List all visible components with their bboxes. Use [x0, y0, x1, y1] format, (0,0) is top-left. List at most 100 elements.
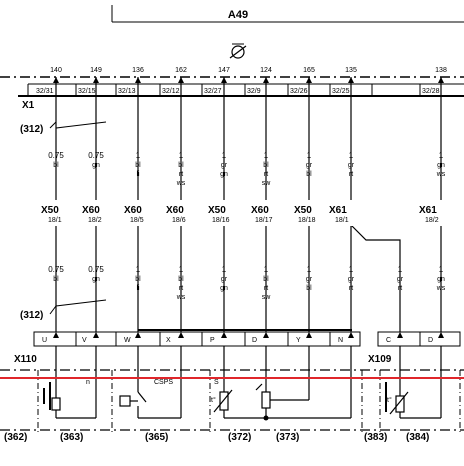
svg-text:gr: gr [306, 162, 313, 169]
svg-text:1: 1 [136, 265, 141, 274]
svg-text:C: C [386, 337, 391, 344]
svg-text:bl: bl [178, 162, 184, 169]
svg-text:bl: bl [263, 162, 269, 169]
svg-text:1: 1 [439, 151, 444, 160]
pin-number: 135 [345, 67, 357, 74]
shield-line-lower [49, 299, 107, 315]
pin-arrows-top [53, 77, 444, 83]
svg-text:18/1: 18/1 [48, 217, 62, 224]
svg-text:Y: Y [296, 337, 301, 344]
wire-labels-lower: 0.75 bl 0.75 gn 1 bl li 1 bl rt ws 1 gr … [48, 265, 446, 301]
label-s: S [214, 379, 219, 386]
svg-text:gr: gr [221, 276, 228, 283]
x1-cell: 32/25 [332, 88, 350, 95]
components [43, 346, 442, 419]
control-unit-title: A49 [228, 9, 248, 21]
x1-cell: 32/26 [290, 88, 308, 95]
svg-text:bl: bl [306, 171, 312, 178]
control-unit-symbol-icon [229, 43, 247, 59]
svg-text:(373): (373) [276, 432, 299, 443]
svg-text:1: 1 [439, 265, 444, 274]
x1-cell: 32/31 [36, 88, 54, 95]
svg-text:gr: gr [348, 276, 355, 283]
svg-text:0.75: 0.75 [88, 265, 104, 274]
svg-text:0.75: 0.75 [48, 151, 64, 160]
svg-text:18/16: 18/16 [212, 217, 230, 224]
svg-text:ws: ws [436, 285, 446, 292]
svg-text:V: V [82, 337, 87, 344]
svg-text:1: 1 [222, 265, 227, 274]
wire-labels-upper: 0.75 bl 0.75 gn 1 bl li 1 bl rt ws 1 gr … [48, 151, 446, 187]
svg-text:(383): (383) [364, 432, 387, 443]
svg-text:gn: gn [92, 276, 100, 283]
svg-text:sw: sw [262, 180, 272, 187]
x1-cell: 32/9 [247, 88, 261, 95]
x110-label: X110 [14, 354, 37, 365]
label-temp-2: t° [387, 396, 392, 404]
component-separators [37, 370, 461, 432]
svg-text:bl: bl [53, 162, 59, 169]
pin-number: 165 [303, 67, 315, 74]
x1-connector: 32/31 32/15 32/13 32/12 32/27 32/9 32/26… [18, 83, 464, 97]
svg-text:bl: bl [53, 276, 59, 283]
label-temp-1: t° [211, 396, 216, 404]
x109-connector: C D [377, 331, 461, 347]
svg-text:18/6: 18/6 [172, 217, 186, 224]
x1-cell: 32/12 [162, 88, 180, 95]
svg-text:X: X [166, 337, 171, 344]
svg-text:(384): (384) [406, 432, 429, 443]
svg-text:U: U [42, 337, 47, 344]
reference-lower: (312) [20, 310, 43, 321]
svg-text:ws: ws [436, 171, 446, 178]
svg-text:gr: gr [306, 276, 313, 283]
svg-text:rt: rt [349, 171, 353, 178]
pin-number: 124 [260, 67, 272, 74]
svg-text:gr: gr [348, 162, 355, 169]
svg-text:(365): (365) [145, 432, 168, 443]
svg-text:D: D [252, 337, 257, 344]
svg-text:18/1: 18/1 [335, 217, 349, 224]
svg-text:rt: rt [264, 171, 268, 178]
svg-text:X60: X60 [82, 205, 100, 216]
svg-text:18/2: 18/2 [88, 217, 102, 224]
svg-text:1: 1 [264, 151, 269, 160]
svg-text:1: 1 [349, 265, 354, 274]
x1-cell: 32/27 [204, 88, 222, 95]
pin-number: 140 [50, 67, 62, 74]
x1-cell: 32/13 [118, 88, 136, 95]
svg-text:1: 1 [307, 151, 312, 160]
svg-text:1: 1 [179, 265, 184, 274]
svg-text:X50: X50 [41, 205, 59, 216]
svg-text:X50: X50 [294, 205, 312, 216]
svg-text:X61: X61 [419, 205, 437, 216]
svg-text:rt: rt [179, 171, 183, 178]
svg-text:X60: X60 [124, 205, 142, 216]
pin-number: 138 [435, 67, 447, 74]
svg-text:(362): (362) [4, 432, 27, 443]
x1-cell: 32/28 [422, 88, 440, 95]
pin-arrows-bottom [53, 332, 444, 338]
svg-text:1: 1 [179, 151, 184, 160]
svg-text:ws: ws [176, 180, 186, 187]
svg-text:li: li [136, 285, 140, 292]
label-csps: CSPS [154, 379, 173, 386]
x110-connector: U V W X P D Y N [33, 331, 361, 347]
svg-text:1: 1 [222, 151, 227, 160]
svg-text:1: 1 [398, 265, 403, 274]
svg-text:li: li [136, 171, 140, 178]
shield-line-upper [49, 120, 107, 129]
svg-text:D: D [428, 337, 433, 344]
junction-dot [263, 415, 269, 421]
svg-text:1: 1 [136, 151, 141, 160]
svg-text:1: 1 [349, 151, 354, 160]
x1-label: X1 [22, 100, 35, 111]
svg-text:1: 1 [264, 265, 269, 274]
svg-text:gn: gn [437, 276, 445, 283]
label-n: n [86, 379, 90, 386]
svg-text:W: W [124, 337, 131, 344]
svg-text:0.75: 0.75 [48, 265, 64, 274]
svg-text:rt: rt [179, 285, 183, 292]
svg-text:bl: bl [135, 162, 141, 169]
svg-text:1: 1 [307, 265, 312, 274]
